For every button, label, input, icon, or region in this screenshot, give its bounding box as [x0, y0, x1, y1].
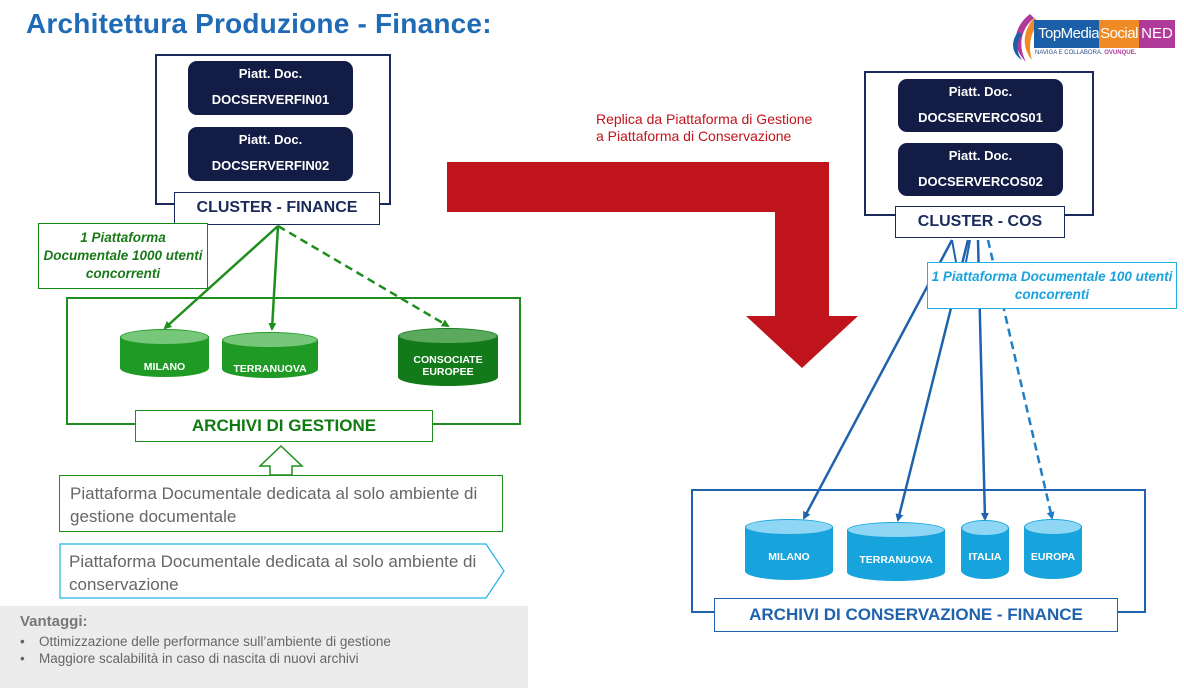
- docserver-cos02-name: DOCSERVERCOS02: [918, 174, 1043, 189]
- logo-swoosh-icon: [1013, 14, 1040, 62]
- db-gestione-consociate-label: CONSOCIATE EUROPEE: [413, 354, 483, 378]
- cos-capacity-note: 1 Piattaforma Documentale 100 utenti con…: [927, 262, 1177, 309]
- archivi-conservazione-label: ARCHIVI DI CONSERVAZIONE - FINANCE: [714, 598, 1118, 632]
- db-gestione-terranuova-label: TERRANUOVA: [233, 363, 307, 375]
- replica-arrow: [447, 162, 858, 368]
- finance-capacity-note: 1 Piattaforma Documentale 1000 utenti co…: [38, 223, 208, 289]
- vantaggi-item: Ottimizzazione delle performance sull’am…: [20, 633, 528, 650]
- connector-cos-extra-2: [965, 239, 971, 263]
- db-conservazione-europa: EUROPA: [1024, 519, 1082, 579]
- replica-line-2: a Piattaforma di Conservazione: [596, 128, 792, 144]
- logo-brand-2: Social: [1099, 20, 1139, 48]
- docserver-cos02-type: Piatt. Doc.: [948, 148, 1013, 163]
- connector-finance-terranuova: [268, 225, 280, 331]
- vantaggi-title: Vantaggi:: [20, 613, 88, 630]
- docserver-cos01-type: Piatt. Doc.: [948, 84, 1013, 99]
- connector-cos-europa: [986, 239, 1055, 520]
- docserver-fin01-type: Piatt. Doc.: [238, 66, 303, 81]
- logo-brand-1: TopMedia: [1034, 20, 1104, 48]
- archivi-gestione-label: ARCHIVI DI GESTIONE: [135, 410, 433, 442]
- db-gestione-terranuova: TERRANUOVA: [222, 332, 318, 378]
- cluster-cos-label: CLUSTER - COS: [895, 206, 1065, 238]
- db-gestione-milano: MILANO: [120, 329, 209, 377]
- vantaggi-item: Maggiore scalabilità in caso di nascita …: [20, 650, 528, 667]
- legend-conservazione-frame: [59, 543, 505, 599]
- company-logo: TopMedia Social NED NAVIGA E COLLABORA. …: [1004, 14, 1176, 62]
- logo-tagline: NAVIGA E COLLABORA. OVUNQUE.: [1035, 50, 1136, 56]
- vantaggi-panel: Vantaggi: Ottimizzazione delle performan…: [0, 606, 528, 688]
- db-gestione-consociate: CONSOCIATE EUROPEE: [398, 328, 498, 386]
- docserver-fin02-type: Piatt. Doc.: [238, 132, 303, 147]
- db-conservazione-italia: ITALIA: [961, 520, 1009, 579]
- db-conservazione-milano-label: MILANO: [768, 551, 810, 563]
- logo-tagline-accent: OVUNQUE.: [1104, 50, 1137, 56]
- db-conservazione-italia-label: ITALIA: [968, 551, 1002, 563]
- connector-finance-milano: [163, 225, 279, 330]
- cluster-finance-label: CLUSTER - FINANCE: [174, 192, 380, 225]
- db-conservazione-terranuova-label: TERRANUOVA: [859, 554, 933, 566]
- docserver-cos02: Piatt. Doc. DOCSERVERCOS02: [898, 143, 1063, 196]
- db-conservazione-terranuova: TERRANUOVA: [847, 522, 945, 581]
- docserver-cos01: Piatt. Doc. DOCSERVERCOS01: [898, 79, 1063, 132]
- up-arrow-icon: [258, 444, 304, 476]
- replica-caption: Replica da Piattaforma di Gestione a Pia…: [596, 111, 812, 145]
- replica-line-1: Replica da Piattaforma di Gestione: [596, 111, 813, 127]
- legend-conservazione: Piattaforma Documentale dedicata al solo…: [69, 552, 477, 594]
- connector-cos-extra-1: [951, 239, 957, 263]
- db-conservazione-milano: MILANO: [745, 519, 833, 580]
- docserver-fin01-name: DOCSERVERFIN01: [211, 92, 330, 107]
- page-title: Architettura Produzione - Finance:: [26, 8, 492, 39]
- db-gestione-milano-label: MILANO: [143, 361, 186, 373]
- docserver-fin02-name: DOCSERVERFIN02: [211, 158, 330, 173]
- docserver-fin02: Piatt. Doc. DOCSERVERFIN02: [188, 127, 353, 181]
- db-conservazione-europa-label: EUROPA: [1030, 551, 1076, 563]
- logo-brand-3: NED: [1139, 20, 1175, 48]
- connector-finance-consociate: [277, 224, 450, 328]
- docserver-fin01: Piatt. Doc. DOCSERVERFIN01: [188, 61, 353, 115]
- docserver-cos01-name: DOCSERVERCOS01: [918, 110, 1043, 125]
- legend-gestione: Piattaforma Documentale dedicata al solo…: [59, 475, 503, 532]
- logo-tagline-text: NAVIGA E COLLABORA.: [1035, 50, 1103, 56]
